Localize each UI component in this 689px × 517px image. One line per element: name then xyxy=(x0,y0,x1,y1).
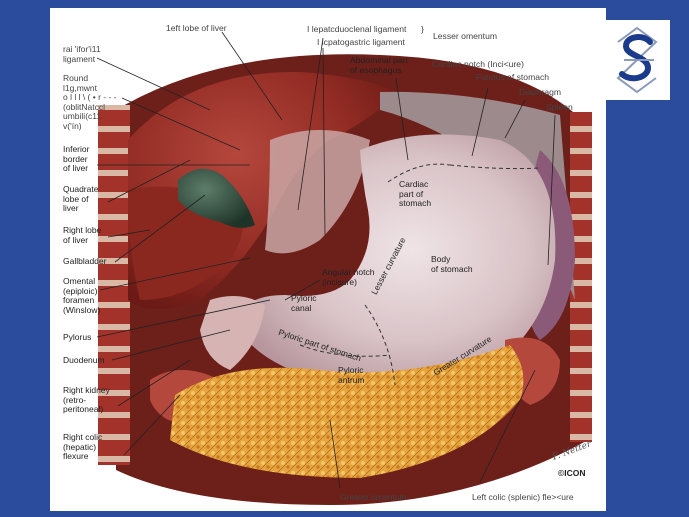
label-quadrate-lobe: Quadrate lobe of liver xyxy=(63,184,99,214)
publisher-mark: ©ICON xyxy=(558,468,586,478)
label-right-kidney: Right kidney (retro- peritoneal) xyxy=(63,385,110,415)
lesser-omentum-sheet xyxy=(265,130,370,254)
label-greater-omentum: Greater omentum xyxy=(340,492,407,502)
logo-panel xyxy=(604,20,670,100)
label-cardiac-notch: Cardiac notch (Inci<ure) xyxy=(432,59,524,69)
label-cardiac-part: Cardiac part of stomach xyxy=(399,179,432,209)
label-angular-notch: Angular notch (incisure) xyxy=(322,267,375,287)
left-body-wall xyxy=(570,112,592,442)
label-bracket: } xyxy=(421,24,424,34)
label-pyloric-canal: Pyloric canal xyxy=(291,293,317,313)
label-omental-foramen: Omental (epiploic) foramen (Winslow) xyxy=(63,276,101,315)
label-round-ligament: Round l1g,mwnt o l l l \ ( • r - - - (ob… xyxy=(63,73,117,131)
label-inferior-border: Inferior border of liver xyxy=(63,144,90,174)
stylized-s-logo-icon xyxy=(616,26,658,94)
label-left-lobe-liver: 1eft lobe of liver xyxy=(166,23,227,33)
label-left-colic-flexure: Left colic (splenic) fle><ure xyxy=(472,492,574,502)
gallbladder xyxy=(178,168,255,228)
label-hepatoduodenal-ligament: I lepatcduoclenal ligament xyxy=(307,24,407,34)
label-right-colic-flexure: Right colic (hepatic) flexure xyxy=(63,432,103,462)
label-right-lobe: Right lobe of liver xyxy=(63,225,102,245)
label-hepatogastric-ligament: I lcpatogastric ligament xyxy=(317,37,405,47)
label-falciform-ligament: rai 'ifor'i11 ligament xyxy=(63,44,101,64)
label-body-stomach: Body of stomach xyxy=(431,254,473,274)
label-spleen: Spleen xyxy=(546,102,573,112)
label-duodenum: Duodenum xyxy=(63,355,105,365)
label-abdominal-esophagus: Abdominal part of esophagus xyxy=(350,55,408,75)
diaphragm xyxy=(380,91,575,300)
greater-omentum xyxy=(170,345,524,478)
label-fundus: Fundus of stomach xyxy=(476,72,550,82)
stomach xyxy=(235,134,556,390)
leader-lines xyxy=(96,31,556,489)
label-pyloric-antrum: Pyloric antrum xyxy=(338,365,365,385)
label-lesser-omentum: Lesser omentum xyxy=(433,31,498,41)
label-pylorus: Pylorus xyxy=(63,332,92,342)
label-diaphragm: Diaphragm xyxy=(519,87,562,97)
label-gallbladder: Gallbladder xyxy=(63,256,107,266)
duodenum xyxy=(200,296,265,370)
